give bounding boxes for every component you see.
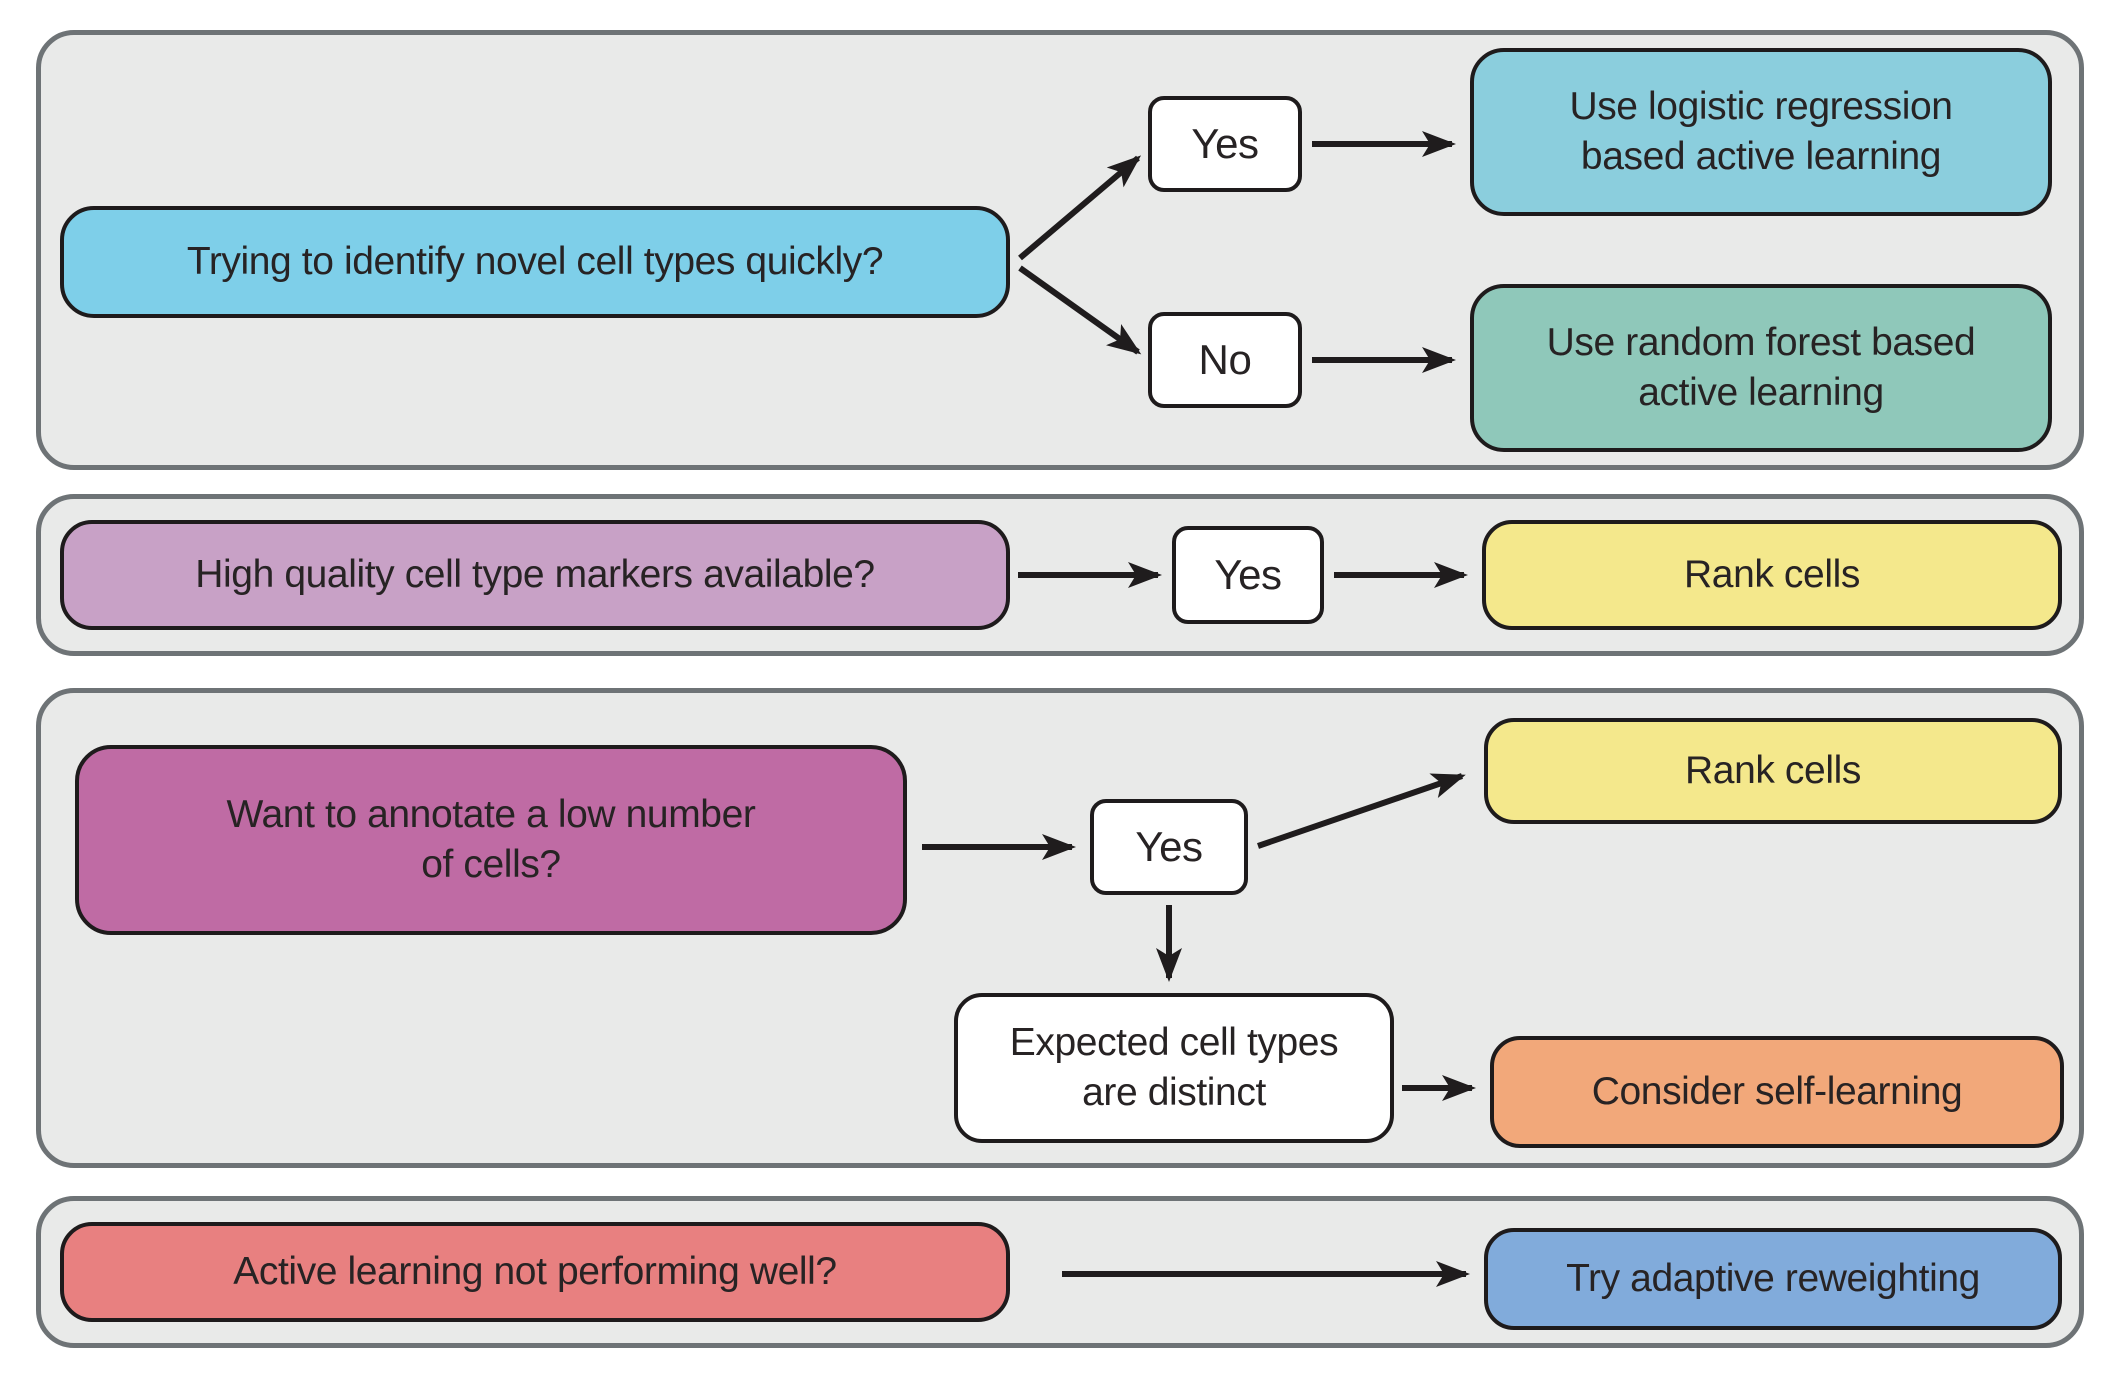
question-active-learning-performance: Active learning not performing well? <box>60 1222 1010 1322</box>
question-label: Active learning not performing well? <box>233 1250 837 1294</box>
result-label: Use logistic regression based active lea… <box>1569 85 1953 178</box>
result-label: Rank cells <box>1685 749 1861 793</box>
result-label: Try adaptive reweighting <box>1566 1257 1980 1301</box>
decision-label: Yes <box>1214 551 1282 599</box>
result-logistic-regression: Use logistic regression based active lea… <box>1470 48 2052 216</box>
condition-distinct-cell-types: Expected cell types are distinct <box>954 993 1394 1143</box>
result-rank-cells-p3: Rank cells <box>1484 718 2062 824</box>
result-adaptive-reweighting: Try adaptive reweighting <box>1484 1228 2062 1330</box>
result-label: Rank cells <box>1684 553 1860 597</box>
question-label: Trying to identify novel cell types quic… <box>186 240 884 284</box>
result-label: Consider self-learning <box>1591 1070 1963 1114</box>
question-label: Want to annotate a low number of cells? <box>226 793 756 886</box>
decision-label: Yes <box>1191 120 1259 168</box>
condition-label: Expected cell types are distinct <box>1009 1021 1339 1114</box>
decision-label: No <box>1198 336 1252 384</box>
result-rank-cells-p2: Rank cells <box>1482 520 2062 630</box>
decision-yes-p1: Yes <box>1148 96 1302 192</box>
result-random-forest: Use random forest based active learning <box>1470 284 2052 452</box>
decision-yes-p2: Yes <box>1172 526 1324 624</box>
question-annotate-low-number: Want to annotate a low number of cells? <box>75 745 907 935</box>
decision-no-p1: No <box>1148 312 1302 408</box>
result-label: Use random forest based active learning <box>1546 321 1976 414</box>
question-cell-type-markers: High quality cell type markers available… <box>60 520 1010 630</box>
decision-label: Yes <box>1135 823 1203 871</box>
question-label: High quality cell type markers available… <box>195 553 875 597</box>
decision-yes-p3: Yes <box>1090 799 1248 895</box>
result-self-learning: Consider self-learning <box>1490 1036 2064 1148</box>
question-novel-cell-types: Trying to identify novel cell types quic… <box>60 206 1010 318</box>
